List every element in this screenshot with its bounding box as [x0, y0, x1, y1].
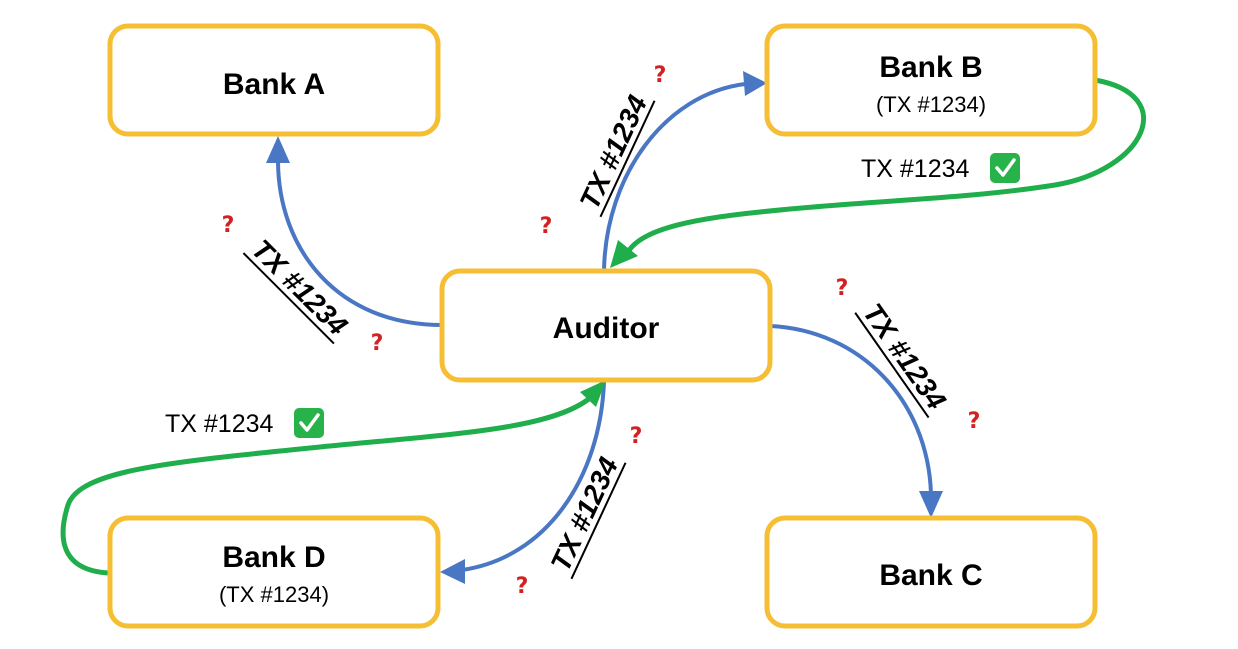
question-mark-icon: ?	[654, 63, 667, 88]
bank-a-node: Bank A	[107, 23, 441, 137]
question-mark-icon: ?	[222, 213, 235, 238]
arrow-to-bank-a	[266, 136, 443, 327]
arrow-to-bank-d	[440, 381, 606, 584]
bank-b-subtitle: (TX #1234)	[876, 92, 986, 117]
edge-label-underline	[854, 312, 930, 419]
confirmation-text: TX #1234	[165, 410, 274, 438]
bank-d-node: Bank D (TX #1234)	[107, 515, 441, 629]
check-mark-button-icon	[990, 153, 1020, 183]
question-mark-icon: ?	[836, 276, 849, 301]
check-mark-button-icon	[294, 408, 324, 438]
edge-label-group-bank-d: ? TX #1234 ?	[516, 424, 643, 599]
confirmation-text: TX #1234	[861, 155, 970, 183]
auditor-title: Auditor	[553, 312, 660, 345]
edge-label-group-bank-a: ? TX #1234 ?	[222, 213, 384, 356]
question-mark-icon: ?	[371, 331, 384, 356]
bank-b-node: Bank B (TX #1234)	[764, 23, 1098, 137]
auditor-node: Auditor	[439, 268, 773, 383]
bank-a-title: Bank A	[223, 68, 325, 101]
confirmation-label-bank-d: TX #1234	[165, 408, 324, 438]
bank-b-title: Bank B	[879, 51, 982, 84]
bank-d-title: Bank D	[222, 541, 325, 574]
question-mark-icon: ?	[540, 214, 553, 239]
confirmation-arrow-from-bank-d	[60, 380, 606, 576]
bank-d-subtitle: (TX #1234)	[219, 582, 329, 607]
confirmation-label-bank-b: TX #1234	[861, 153, 1020, 183]
confirmation-arrow-from-bank-b	[610, 77, 1146, 268]
edge-label-group-bank-b: ? TX #1234 ?	[540, 63, 667, 239]
question-mark-icon: ?	[630, 424, 643, 449]
edge-label-underline	[570, 462, 627, 580]
edge-label-bank-c: TX #1234	[857, 298, 952, 416]
arrow-to-bank-b	[602, 71, 767, 271]
edge-label-underline	[599, 100, 656, 218]
question-mark-icon: ?	[968, 409, 981, 434]
arrow-to-bank-c	[769, 324, 943, 518]
edge-label-underline	[242, 252, 335, 345]
bank-c-title: Bank C	[879, 559, 982, 592]
bank-c-node: Bank C	[764, 515, 1098, 629]
question-mark-icon: ?	[516, 574, 529, 599]
